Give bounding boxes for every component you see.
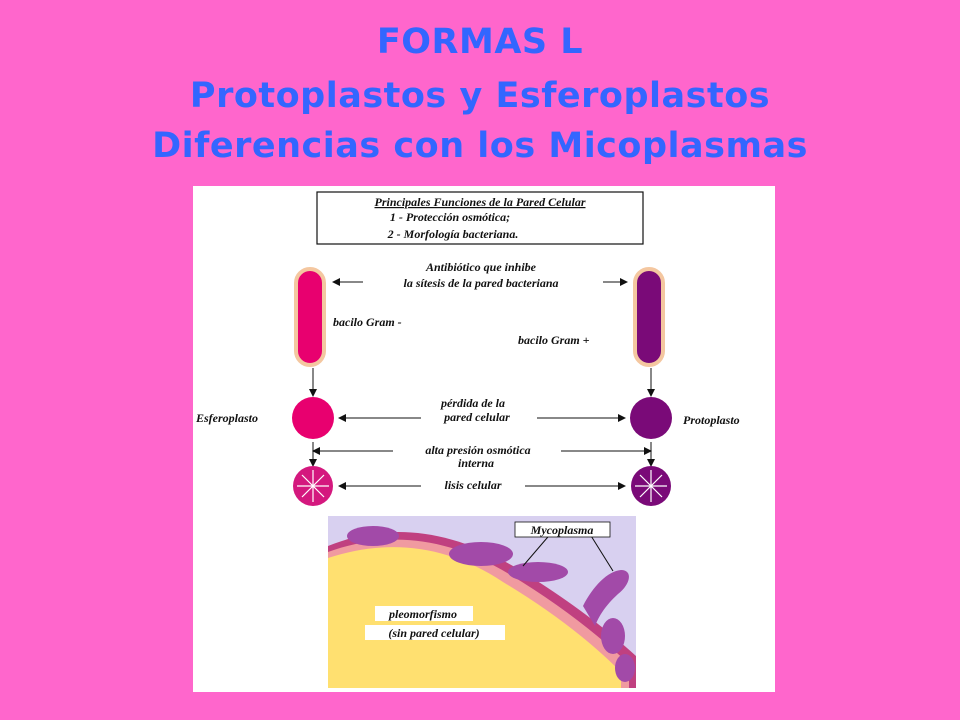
slide-title: FORMAS L xyxy=(376,22,584,62)
pleomorphism-label-1: pleomorfismo xyxy=(388,607,457,621)
mycoplasma-illustration xyxy=(328,516,636,688)
esferoplasto-label: Esferoplasto xyxy=(195,411,258,425)
functions-box-item-2: 2 - Morfología bacteriana. xyxy=(387,227,519,241)
diagram-panel: Principales Funciones de la Pared Celula… xyxy=(193,186,775,692)
functions-box-heading: Principales Funciones de la Pared Celula… xyxy=(374,195,585,209)
pleomorphism-label-2: (sin pared celular) xyxy=(388,626,479,640)
esferoplasto-cell xyxy=(292,397,334,439)
gram-negative-label: bacilo Gram - xyxy=(333,315,402,329)
gram-negative-bacillus xyxy=(294,267,326,367)
wall-loss-label-2: pared celular xyxy=(443,410,510,424)
antibiotic-label-1: Antibiótico que inhibe xyxy=(425,260,537,274)
pressure-label-2: interna xyxy=(458,456,494,470)
antibiotic-label-2: la sítesis de la pared bacteriana xyxy=(404,276,559,290)
protoplasto-label: Protoplasto xyxy=(683,413,740,427)
slide-subtitle-2: Diferencias con los Micoplasmas xyxy=(152,126,808,166)
lysed-protoplasto xyxy=(631,466,671,506)
mycoplasma-label: Mycoplasma xyxy=(530,523,594,537)
lysis-label: lisis celular xyxy=(444,478,501,492)
gram-positive-label: bacilo Gram + xyxy=(518,333,590,347)
lysed-esferoplasto xyxy=(293,466,333,506)
diagram-svg: Principales Funciones de la Pared Celula… xyxy=(195,191,740,688)
gram-positive-bacillus xyxy=(633,267,665,367)
pressure-label-1: alta presión osmótica xyxy=(425,443,530,457)
functions-box xyxy=(316,191,644,245)
protoplasto-cell xyxy=(630,397,672,439)
functions-box-item-1: 1 - Protección osmótica; xyxy=(390,210,510,224)
slide-subtitle-1: Protoplastos y Esferoplastos xyxy=(189,76,771,116)
wall-loss-label-1: pérdida de la xyxy=(440,396,505,410)
